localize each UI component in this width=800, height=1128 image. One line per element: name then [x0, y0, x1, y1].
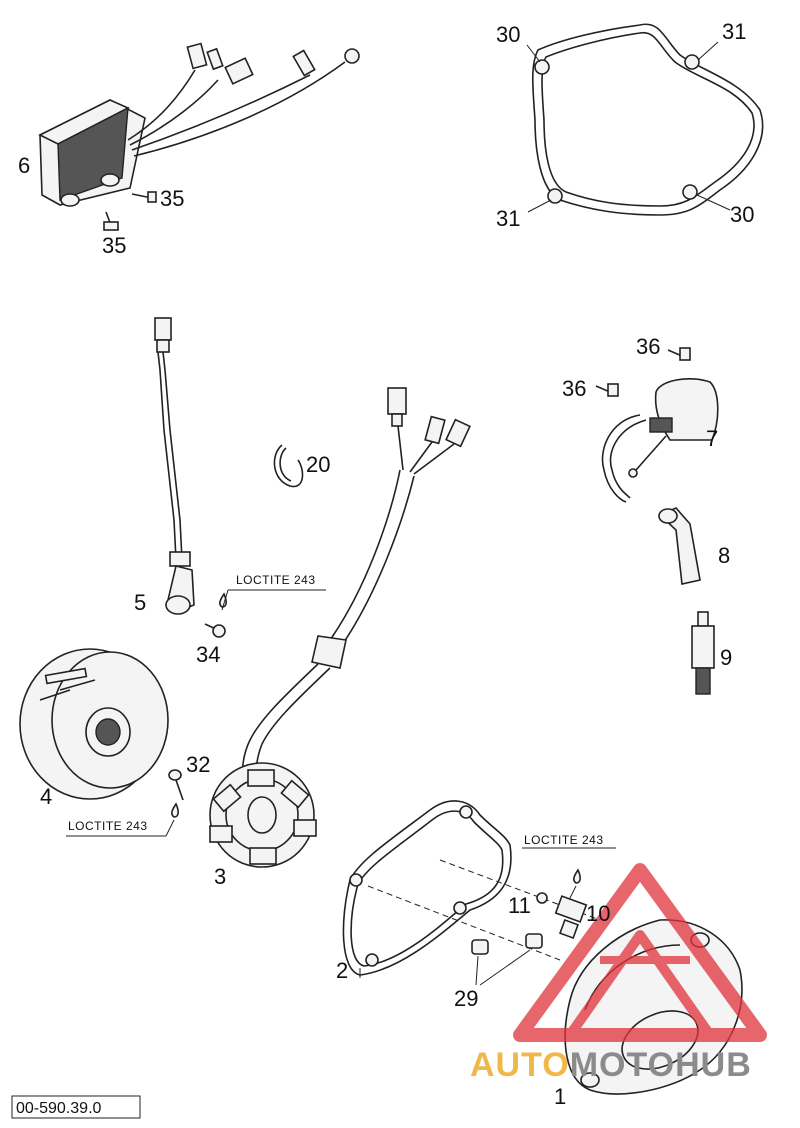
label-part-9: 9	[720, 645, 732, 670]
loctite-note-right: LOCTITE 243	[524, 833, 604, 847]
flywheel	[19, 648, 169, 800]
cable-clamp	[273, 444, 304, 488]
screw-36b	[595, 383, 619, 397]
grommet-10	[554, 895, 588, 939]
label-part-34: 34	[196, 642, 220, 667]
label-part-2: 2	[336, 958, 348, 983]
label-part-1: 1	[554, 1084, 566, 1109]
label-part-6: 6	[18, 153, 30, 178]
watermark-hub: HUB	[675, 1046, 752, 1084]
screw-35a	[131, 191, 157, 203]
watermark-moto: MOTO	[570, 1046, 675, 1084]
spark-plug	[691, 611, 715, 695]
dowel-pins	[471, 933, 543, 986]
ignition-coil	[601, 378, 719, 503]
label-part-30b: 30	[730, 202, 754, 227]
label-part-3: 3	[214, 864, 226, 889]
label-part-5: 5	[134, 590, 146, 615]
label-part-11: 11	[508, 893, 531, 918]
label-part-7: 7	[706, 426, 718, 451]
cdi-unit	[38, 42, 360, 207]
screw-11	[522, 847, 616, 907]
label-part-20: 20	[306, 452, 330, 477]
screw-35b	[103, 211, 119, 231]
pickup-sensor	[154, 317, 195, 615]
screw-36a	[667, 347, 691, 361]
label-part-4: 4	[40, 784, 52, 809]
label-part-35b: 35	[102, 233, 126, 258]
drawing-code-box	[11, 1095, 141, 1119]
label-part-8: 8	[718, 543, 730, 568]
label-part-10: 10	[586, 901, 610, 926]
label-part-36b: 36	[562, 376, 586, 401]
label-part-29: 29	[454, 986, 478, 1011]
stator-harness	[241, 387, 471, 801]
label-part-35a: 35	[160, 186, 184, 211]
label-part-31b: 31	[496, 206, 520, 231]
label-part-31a: 31	[722, 19, 746, 44]
label-part-36a: 36	[636, 334, 660, 359]
screw-32	[66, 769, 184, 837]
stator	[209, 762, 317, 868]
cover-gasket	[526, 23, 764, 216]
label-part-32: 32	[186, 752, 210, 777]
loctite-note-top: LOCTITE 243	[236, 573, 316, 587]
label-part-30a: 30	[496, 22, 520, 47]
spark-plug-cap	[658, 507, 701, 585]
watermark-logo	[513, 863, 767, 1042]
loctite-note-left: LOCTITE 243	[68, 819, 148, 833]
watermark-text: AUTOMOTOHUB	[470, 1046, 752, 1084]
watermark-auto: AUTO	[470, 1046, 570, 1084]
drawing-code: 00-590.39.0	[16, 1100, 102, 1117]
screw-34	[204, 589, 326, 638]
